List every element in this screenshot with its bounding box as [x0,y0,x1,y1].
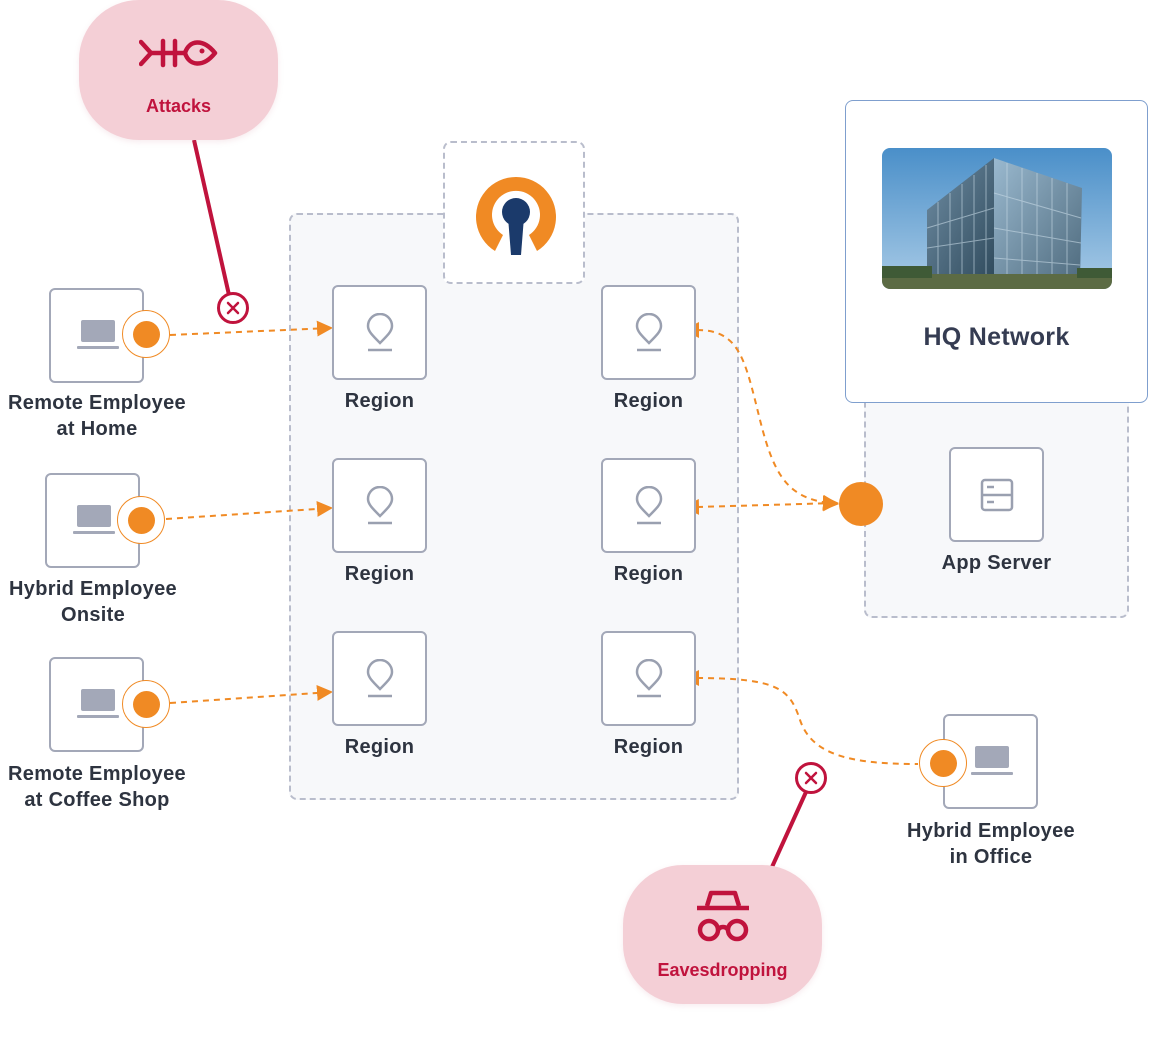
region-node[interactable] [332,631,427,726]
laptop-icon [971,746,1013,775]
client-label-line: in Office [949,846,1033,868]
laptop-icon [77,320,119,349]
client-label-line: Hybrid Employee [9,578,177,600]
attacks-threat-bubble: Attacks [79,0,278,140]
client-label-office: Hybrid Employee in Office [895,818,1087,870]
region-label: Region [613,563,684,585]
link-home [169,320,333,337]
region-node[interactable] [601,285,696,380]
client-label-home: Remote Employee at Home [0,390,194,442]
client-port-home [122,310,170,358]
client-port-onsite [117,496,165,544]
location-pin-icon [366,658,393,697]
spy-icon [697,890,749,942]
laptop-icon [77,689,119,718]
server-icon [980,478,1014,512]
client-label-onsite: Hybrid Employee Onsite [0,576,186,628]
client-label-line: at Coffee Shop [24,789,170,811]
link-onsite [165,500,333,520]
location-pin-icon [366,485,393,524]
client-label-line: at Home [56,418,138,440]
link-hq-mid [683,495,839,515]
region-label: Region [613,390,684,412]
attacks-label: Attacks [145,96,212,116]
location-pin-icon [635,658,662,697]
link-office [683,670,919,765]
hq-network-title: HQ Network [923,323,1070,351]
attack-line [192,139,231,296]
region-node[interactable] [601,631,696,726]
location-pin-icon [366,312,393,351]
hq-network-card[interactable]: HQ Network [845,100,1148,403]
region-label: Region [613,736,684,758]
eavesdrop-line [770,791,808,868]
openvpn-logo-card [443,141,585,284]
client-label-coffee: Remote Employee at Coffee Shop [0,761,194,813]
region-node[interactable] [332,285,427,380]
region-node[interactable] [332,458,427,553]
region-label: Region [344,563,415,585]
hq-connection-hub [839,482,883,526]
region-node[interactable] [601,458,696,553]
client-label-line: Onsite [60,604,126,626]
eavesdropping-threat-bubble: Eavesdropping [623,865,822,1004]
client-port-office [919,739,967,787]
eavesdropping-label: Eavesdropping [657,960,788,980]
fishbone-icon [139,38,218,68]
laptop-icon [73,505,115,534]
region-label: Region [344,736,415,758]
app-server-node[interactable] [949,447,1044,542]
blocked-x-icon [217,292,249,324]
client-label-line: Remote Employee [8,763,186,785]
location-pin-icon [635,485,662,524]
app-server-label: App Server [941,552,1052,574]
openvpn-logo-icon [476,176,556,255]
client-label-line: Remote Employee [8,392,186,414]
link-coffee [169,684,333,704]
location-pin-icon [635,312,662,351]
blocked-x-icon [795,762,827,794]
link-hq-top [683,322,839,511]
client-label-line: Hybrid Employee [907,820,1075,842]
region-label: Region [344,390,415,412]
office-building-photo [882,148,1112,289]
client-port-coffee [122,680,170,728]
